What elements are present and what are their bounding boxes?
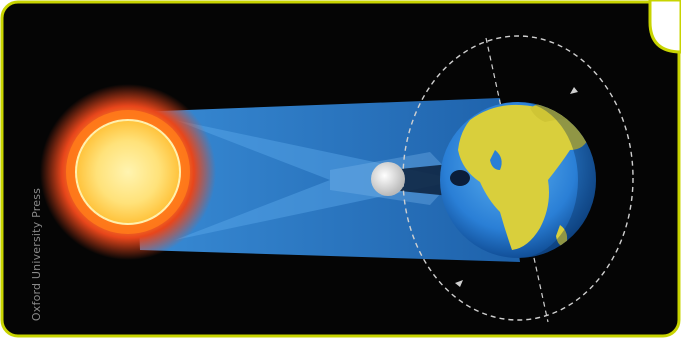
moon [371,162,405,196]
side-credit: Oxford University Press [30,187,44,322]
orbit-arrow-icon [570,87,578,94]
shadow-spot [450,170,470,186]
sun-texture [75,119,181,225]
orbit-arrow-icon [455,280,463,287]
moon-orbit [402,35,634,321]
sun [75,119,181,225]
earth-terminator [518,102,596,258]
light-beam [135,98,520,262]
